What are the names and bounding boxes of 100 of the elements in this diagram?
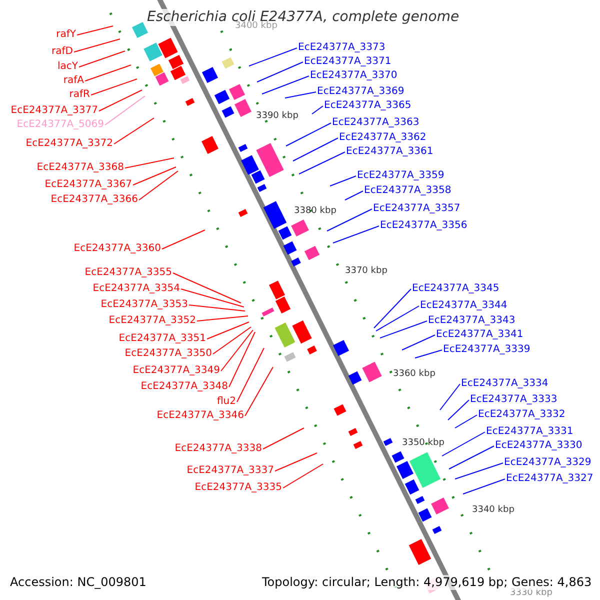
gene-label: EcE24377A_3356 <box>380 219 468 232</box>
gene-label: EcE24377A_3332 <box>478 408 566 421</box>
leader-line <box>440 384 460 410</box>
leader-line <box>76 26 114 36</box>
gene-label: EcE24377A_3350 <box>124 347 212 360</box>
leader-line <box>330 176 356 186</box>
gene-label: EcE24377A_3357 <box>373 202 460 215</box>
gene-label: lacY <box>57 60 78 73</box>
leader-line <box>236 348 264 402</box>
leader-line <box>180 288 244 308</box>
leader-line <box>206 322 250 340</box>
gene-label: EcE24377A_3327 <box>506 472 594 485</box>
leader-line <box>374 288 412 328</box>
gene-label: EcE24377A_3359 <box>357 169 444 182</box>
gene-label: EcE24377A_3349 <box>132 364 220 377</box>
leader-line <box>376 306 420 332</box>
gene-label: EcE24377A_3333 <box>470 393 558 406</box>
leader-line <box>298 152 346 174</box>
scale-label: 3340 kbp <box>472 504 514 516</box>
leader-line <box>326 208 372 232</box>
leader-line <box>286 122 332 146</box>
leader-line <box>454 414 478 428</box>
gene-label: EcE24377A_3354 <box>92 282 180 295</box>
leader-line <box>90 78 138 96</box>
leader-line <box>228 332 256 388</box>
leader-line <box>124 158 174 168</box>
leader-line <box>344 190 364 200</box>
scale-label: 3390 kbp <box>256 110 298 122</box>
leader-line <box>448 400 470 420</box>
gene-label: EcE24377A_3346 <box>156 409 244 422</box>
leader-line <box>162 230 206 250</box>
gene-label: EcE24377A_3373 <box>298 41 386 54</box>
leader-line <box>220 330 254 372</box>
leader-line <box>74 38 120 52</box>
leader-line <box>462 478 506 494</box>
scale-label: 3330 kbp <box>510 587 552 599</box>
gene-label: EcE24377A_3361 <box>346 145 434 158</box>
gene-label: EcE24377A_3365 <box>324 99 412 112</box>
gene-label: rafY <box>56 28 76 41</box>
gene-label: EcE24377A_3330 <box>495 439 582 452</box>
leader-line <box>78 50 126 68</box>
leader-line <box>196 316 248 322</box>
leader-line <box>248 48 298 66</box>
leader-line <box>448 446 494 470</box>
leader-line <box>402 334 436 350</box>
gene-label: EcE24377A_3351 <box>118 332 206 345</box>
leader-line <box>274 452 318 472</box>
gene-label: EcE24377A_3366 <box>50 193 138 206</box>
leader-line <box>104 96 146 126</box>
gene-label: EcE24377A_3363 <box>332 116 420 129</box>
leader-line <box>284 92 316 98</box>
leader-line <box>114 118 154 144</box>
leader-line <box>292 138 338 162</box>
scale-label: 3380 kbp <box>294 205 336 217</box>
leader-line <box>138 170 178 200</box>
leader-line <box>188 304 246 312</box>
gene-label: EcE24377A_3343 <box>428 314 516 327</box>
leader-line <box>84 64 132 82</box>
gene-label: EcE24377A_3329 <box>504 456 592 469</box>
leader-line <box>414 350 442 358</box>
scale-label: 3360 kbp <box>393 368 436 380</box>
leader-line <box>454 462 504 480</box>
leader-line <box>98 90 142 112</box>
gene-label: EcE24377A_3338 <box>174 442 262 455</box>
gene-label: EcE24377A_3341 <box>436 328 524 341</box>
leader-line <box>332 226 380 244</box>
leader-line <box>442 432 486 456</box>
leader-line <box>262 428 304 450</box>
gene-label: EcE24377A_3335 <box>194 481 282 494</box>
gene-label: EcE24377A_3344 <box>420 299 508 312</box>
gene-label: EcE24377A_3334 <box>461 377 548 390</box>
leader-line <box>244 366 274 416</box>
gene-label: EcE24377A_3367 <box>44 178 132 191</box>
leader-line <box>312 106 324 114</box>
scale-label: 3350 kbp <box>402 437 444 449</box>
gene-label: EcE24377A_3339 <box>443 343 530 356</box>
gene-label: EcE24377A_3370 <box>310 69 398 82</box>
gene-label: EcE24377A_3371 <box>304 55 392 68</box>
leader-line <box>262 76 310 94</box>
leader-line <box>282 464 324 488</box>
gene-label: rafA <box>63 74 84 87</box>
leader-line <box>212 326 252 354</box>
gene-label: EcE24377A_3337 <box>186 464 274 477</box>
gene-label: rafD <box>52 45 73 58</box>
leader-line <box>172 272 242 304</box>
gene-label: EcE24377A_3331 <box>486 425 574 438</box>
leader-line <box>380 320 428 338</box>
gene-label: EcE24377A_3368 <box>36 161 124 174</box>
gene-label: EcE24377A_3362 <box>339 131 426 144</box>
gene-label: EcE24377A_3369 <box>317 85 404 98</box>
gene-label: EcE24377A_5069 <box>16 118 104 131</box>
gene-label: EcE24377A_3353 <box>100 298 188 311</box>
genome-summary-text: Topology: circular; Length: 4,979,619 bp; Genes: 4,863 <box>262 575 592 590</box>
leader-line <box>132 166 176 186</box>
gene-label: EcE24377A_3348 <box>140 380 228 393</box>
gene-label: rafR <box>69 88 90 101</box>
gene-label: EcE24377A_3358 <box>364 184 452 197</box>
gene-label: EcE24377A_3377 <box>10 104 98 117</box>
gene-label: EcE24377A_3372 <box>26 137 113 150</box>
scale-label: 3370 kbp <box>345 265 388 277</box>
